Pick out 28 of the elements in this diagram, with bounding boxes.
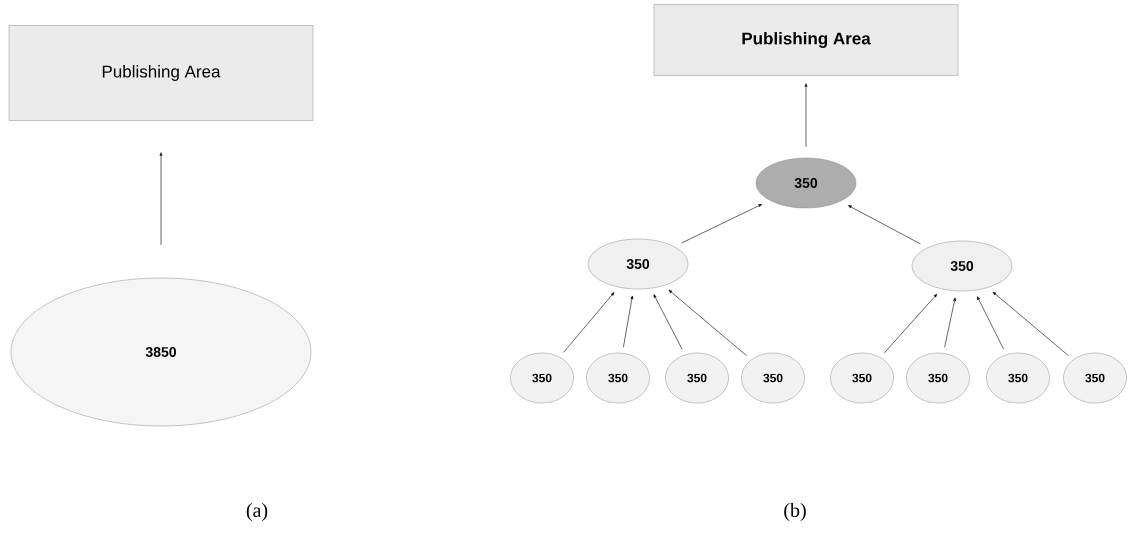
ellipse-node: 350 <box>586 352 650 404</box>
ellipse-node: 350 <box>1063 352 1127 404</box>
arrow <box>159 152 163 246</box>
ellipse-node: 350 <box>587 238 689 290</box>
arrow <box>623 295 634 348</box>
ellipse-node: 350 <box>741 352 805 404</box>
ellipse-node: 350 <box>755 157 857 209</box>
ellipse-node: 350 <box>911 240 1013 292</box>
ellipse-node: 350 <box>830 352 894 404</box>
arrow <box>681 204 763 244</box>
arrow <box>977 296 1004 350</box>
arrow <box>944 297 956 348</box>
ellipse-node: 350 <box>665 352 729 404</box>
arrow <box>884 293 938 354</box>
arrow <box>804 83 808 148</box>
ellipse-node: 350 <box>510 352 574 404</box>
rectangle-box: Publishing Area <box>653 4 959 76</box>
arrow <box>668 289 747 357</box>
subfigure-caption: (a) <box>246 502 268 522</box>
arrow <box>653 294 683 350</box>
ellipse-node: 350 <box>986 352 1050 404</box>
rectangle-box: Publishing Area <box>8 25 314 121</box>
ellipse-node: 350 <box>906 352 970 404</box>
subfigure-caption: (b) <box>784 502 806 522</box>
arrow <box>992 291 1069 357</box>
arrow <box>563 292 615 353</box>
ellipse-node: 3850 <box>10 277 312 427</box>
arrow <box>848 205 921 245</box>
